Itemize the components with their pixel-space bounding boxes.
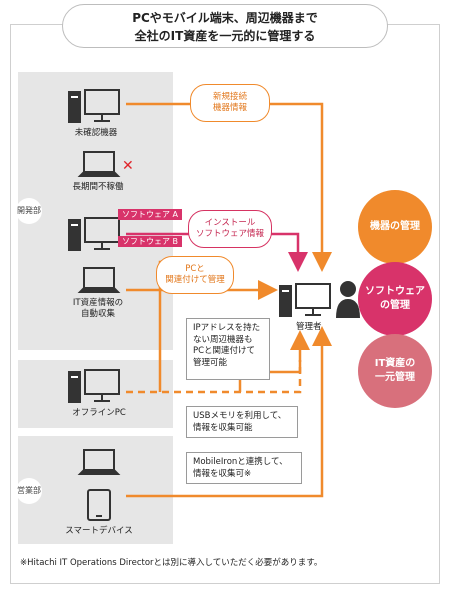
pc-icon-software bbox=[68, 217, 120, 251]
label-unconfirmed: 未確認機器 bbox=[74, 128, 118, 138]
circle-it-line-1: IT資産の bbox=[374, 358, 416, 369]
pill-pc-link-line-1: PCと bbox=[185, 264, 205, 274]
circle-software-line-2: の管理 bbox=[380, 300, 410, 311]
note-mobileiron-line-1: MobileIronと連携して、 bbox=[193, 457, 288, 467]
group-label-sales: 営業部 bbox=[16, 478, 42, 504]
label-it-asset-line-1: IT資産情報の bbox=[72, 298, 124, 308]
pill-pc-link-line-2: 関連付けて管理 bbox=[165, 275, 225, 285]
circle-it-line-2: 一元管理 bbox=[375, 372, 415, 383]
smartphone-icon bbox=[87, 489, 111, 521]
arrow-sales bbox=[126, 326, 332, 498]
note-usb-line-2: 情報を収集可能 bbox=[193, 422, 253, 433]
label-it-asset: IT資産情報の 自動収集 bbox=[60, 298, 136, 320]
label-smart-device: スマートデバイス bbox=[65, 526, 133, 536]
title-line-1: PCやモバイル端末、周辺機器まで bbox=[132, 11, 318, 25]
note-ip-line-3: PCと関連付けて bbox=[193, 346, 256, 356]
note-mobileiron-line-2: 情報を収集可※ bbox=[193, 468, 252, 479]
group-label-dev: 開発部 bbox=[16, 198, 42, 224]
arrow-software bbox=[126, 232, 308, 272]
pill-install-software: インストール ソフトウェア情報 bbox=[188, 210, 272, 248]
pc-icon-offline bbox=[68, 369, 120, 403]
arrow-offline-dashed bbox=[126, 360, 302, 394]
circle-it-unified: IT資産の 一元管理 bbox=[358, 334, 432, 408]
pill-new-connection: 新規接続 機器情報 bbox=[190, 84, 270, 122]
tag-software-a: ソフトウェア A bbox=[118, 209, 183, 220]
manager-label: 管理者 bbox=[296, 322, 322, 332]
group-bg-dev bbox=[18, 172, 173, 350]
circle-software-management: ソフトウェア の管理 bbox=[358, 262, 432, 336]
note-ip: IPアドレスを持た ない周辺機器も PCと関連付けて 管理可能 bbox=[186, 318, 270, 380]
pc-icon-unconfirmed bbox=[68, 89, 120, 123]
pill-pc-link: PCと 関連付けて管理 bbox=[156, 256, 234, 294]
note-mobileiron: MobileIronと連携して、 情報を収集可※ bbox=[186, 452, 302, 484]
laptop-icon-sales bbox=[77, 449, 121, 475]
pill-install-line-2: ソフトウェア情報 bbox=[195, 229, 264, 239]
note-ip-line-2: ない周辺機器も bbox=[193, 334, 253, 345]
diagram-title: PCやモバイル端末、周辺機器まで 全社のIT資産を一元的に管理する bbox=[62, 4, 388, 48]
pill-install-line-1: インストール bbox=[204, 218, 256, 228]
pill-new-connection-line-1: 新規接続 bbox=[212, 92, 247, 102]
label-it-asset-line-2: 自動収集 bbox=[80, 309, 115, 319]
tag-software-b: ソフトウェア B bbox=[118, 236, 183, 247]
label-inactive: 長期間不稼働 bbox=[72, 182, 124, 192]
title-line-2: 全社のIT資産を一元的に管理する bbox=[134, 29, 316, 43]
note-ip-line-1: IPアドレスを持た bbox=[193, 323, 261, 333]
note-ip-line-4: 管理可能 bbox=[193, 357, 228, 368]
pill-new-connection-line-2: 機器情報 bbox=[212, 103, 247, 113]
person-icon bbox=[336, 281, 360, 318]
circle-software-line-1: ソフトウェア bbox=[365, 286, 425, 297]
cross-icon: ✕ bbox=[122, 158, 134, 174]
laptop-icon-inactive bbox=[77, 151, 121, 177]
footnote: ※Hitachi IT Operations Directorとは別に導入してい… bbox=[20, 558, 323, 568]
circle-device-label: 機器の管理 bbox=[370, 221, 420, 232]
circle-device-management: 機器の管理 bbox=[358, 190, 432, 264]
label-offline-pc: オフラインPC bbox=[72, 408, 126, 418]
laptop-icon-auto bbox=[77, 267, 121, 293]
pc-icon-manager bbox=[279, 283, 331, 317]
note-usb-line-1: USBメモリを利用して、 bbox=[193, 411, 287, 421]
note-usb: USBメモリを利用して、 情報を収集可能 bbox=[186, 406, 298, 438]
